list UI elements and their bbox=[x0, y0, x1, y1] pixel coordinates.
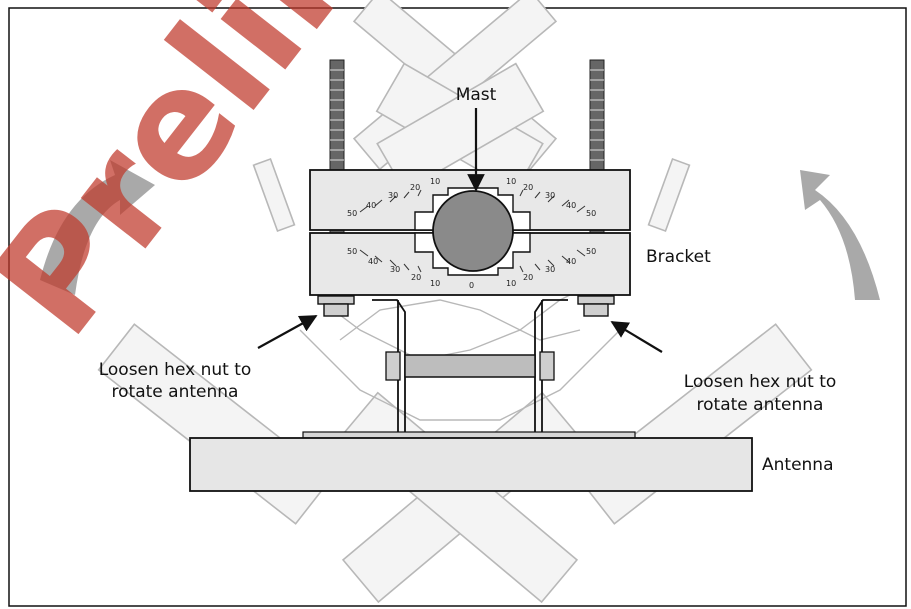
scale-labels: 50 40 30 20 10 10 20 30 40 50 50 40 30 2… bbox=[347, 177, 596, 290]
label-hex-right-2: rotate antenna bbox=[697, 395, 824, 415]
hex-nut-right bbox=[583, 303, 609, 317]
rotation-arrow-right bbox=[800, 170, 880, 300]
scale-ll-2: 30 bbox=[390, 265, 400, 274]
scale-ul-4: 10 bbox=[430, 177, 440, 186]
pointer-arrows bbox=[257, 108, 663, 353]
ghost-antenna-right-upper bbox=[577, 323, 813, 525]
scale-ul-0: 50 bbox=[347, 209, 357, 218]
scale-ticks bbox=[359, 189, 586, 273]
scale-lr-0: 10 bbox=[506, 279, 516, 288]
scale-ll-0: 50 bbox=[347, 247, 357, 256]
label-mast: Mast bbox=[456, 85, 497, 105]
ghost-bolt-right bbox=[647, 158, 691, 232]
scale-ur-0: 10 bbox=[506, 177, 516, 186]
scale-ul-1: 40 bbox=[366, 201, 376, 210]
scale-ll-1: 40 bbox=[368, 257, 378, 266]
hex-nuts bbox=[317, 295, 615, 317]
scale-ur-2: 30 bbox=[545, 191, 555, 200]
hex-right-pointer bbox=[610, 321, 663, 353]
mast-circle bbox=[432, 190, 514, 272]
washer-right bbox=[577, 295, 615, 305]
hinge-bar bbox=[404, 354, 536, 378]
scale-ur-1: 20 bbox=[523, 183, 533, 192]
rotation-arrows bbox=[40, 160, 880, 300]
label-hex-left-2: rotate antenna bbox=[112, 382, 239, 402]
hex-nut-left bbox=[323, 303, 349, 317]
hex-left-pointer bbox=[257, 315, 318, 349]
scale-ur-3: 40 bbox=[566, 201, 576, 210]
label-hex-left-1: Loosen hex nut to bbox=[99, 360, 252, 380]
ghost-bracket-mid-b bbox=[376, 62, 545, 193]
label-antenna: Antenna bbox=[762, 455, 834, 475]
scale-lr-4: 50 bbox=[586, 247, 596, 256]
ghost-antenna-left-upper bbox=[97, 323, 333, 525]
label-bracket: Bracket bbox=[646, 247, 711, 267]
hinge bbox=[385, 351, 555, 381]
scale-center: 0 bbox=[469, 281, 474, 290]
hinge-nut-left bbox=[385, 351, 401, 381]
scale-ll-3: 20 bbox=[411, 273, 421, 282]
scale-ul-3: 20 bbox=[410, 183, 420, 192]
scale-lr-1: 20 bbox=[523, 273, 533, 282]
frame-border bbox=[8, 7, 907, 607]
scale-lr-3: 40 bbox=[566, 257, 576, 266]
scale-ul-2: 30 bbox=[388, 191, 398, 200]
antenna-body bbox=[189, 437, 753, 492]
scale-ll-4: 10 bbox=[430, 279, 440, 288]
rotation-arrow-left bbox=[40, 160, 155, 295]
hinge-nut-right bbox=[539, 351, 555, 381]
scale-lr-2: 30 bbox=[545, 265, 555, 274]
scale-ur-4: 50 bbox=[586, 209, 596, 218]
washer-left bbox=[317, 295, 355, 305]
label-hex-right-1: Loosen hex nut to bbox=[684, 372, 837, 392]
ghost-bolt-left bbox=[252, 158, 296, 232]
